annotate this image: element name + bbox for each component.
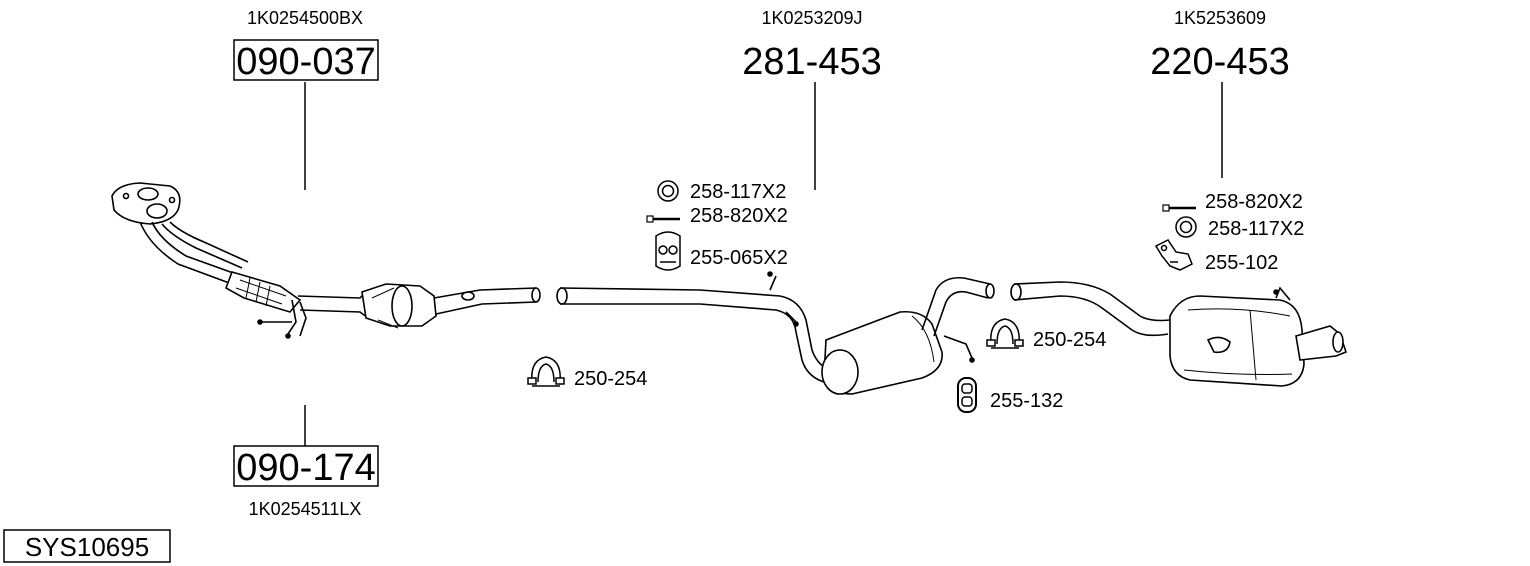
- ring-mid-label[interactable]: 258-117X2: [690, 181, 786, 203]
- catalyst-oem-number: 1K0254511LX: [249, 499, 362, 519]
- ring-mid-icon: [657, 180, 679, 202]
- rear-silencer-oem-number: 1K5253609: [1174, 8, 1266, 28]
- middle-silencer-outlet: [921, 276, 995, 363]
- middle-silencer-body: [821, 310, 943, 395]
- bolt-mid-icon: [646, 215, 680, 223]
- manifold-flange: [111, 182, 181, 225]
- catalyst-part-number[interactable]: 090-174: [236, 447, 375, 489]
- catalytic-converter: [361, 283, 437, 329]
- rear-hanger-rod: [1273, 286, 1291, 301]
- rear-silencer-body: [1169, 295, 1305, 387]
- middle-silencer-oem-number: 1K0253209J: [761, 8, 862, 28]
- clamp-rear-icon: [986, 318, 1024, 349]
- rubber-rear-label[interactable]: 255-132: [990, 390, 1063, 412]
- front-pipe-part-number[interactable]: 090-037: [236, 41, 375, 83]
- hanger-mid-label[interactable]: 255-065X2: [690, 247, 788, 269]
- ring-rear-label[interactable]: 258-117X2: [1208, 218, 1304, 240]
- rear-silencer-part-number[interactable]: 220-453: [1150, 41, 1289, 83]
- front-pipe-oem-number: 1K0254500BX: [247, 8, 363, 28]
- intermediate-pipe-front: [297, 289, 369, 319]
- clamp-front-label[interactable]: 250-254: [574, 368, 647, 390]
- bolt-rear-label[interactable]: 258-820X2: [1205, 191, 1303, 213]
- catalyst-outlet-pipe: [433, 287, 541, 315]
- catalyst-number-box: [233, 445, 379, 487]
- bracket-rear-icon: [1154, 239, 1193, 271]
- front-pipe-number-box: [233, 39, 379, 81]
- flex-pipe: [225, 271, 302, 313]
- ring-rear-icon: [1175, 216, 1197, 238]
- hanger-mid-icon: [655, 231, 681, 271]
- tail-pipe: [1295, 325, 1347, 361]
- rear-pipe: [1010, 281, 1171, 337]
- bolt-mid-label[interactable]: 258-820X2: [690, 205, 788, 227]
- clamp-rear-label[interactable]: 250-254: [1033, 329, 1106, 351]
- system-code-box: [3, 529, 171, 563]
- clamp-front-icon: [527, 356, 565, 387]
- front-down-pipe: [139, 221, 249, 285]
- bracket-rear-label[interactable]: 255-102: [1205, 252, 1278, 274]
- bolt-rear-icon: [1162, 204, 1196, 212]
- system-code: SYS10695: [25, 532, 149, 562]
- front-hanger-brackets: [257, 299, 307, 339]
- rubber-mount-rear-icon: [957, 377, 977, 413]
- middle-silencer-part-number[interactable]: 281-453: [742, 41, 881, 83]
